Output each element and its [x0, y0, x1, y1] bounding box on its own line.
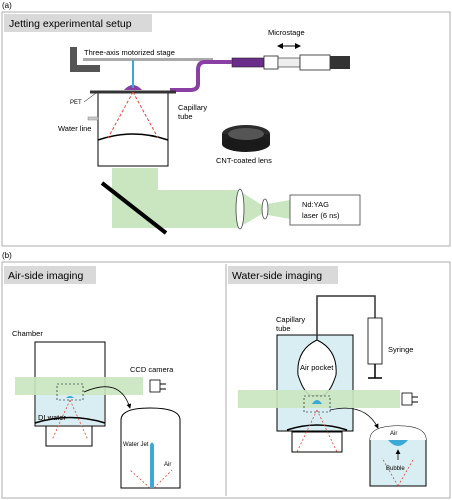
capillary-label-2: tube [178, 112, 193, 121]
laser-label-2: laser (6 ns) [302, 211, 340, 220]
water-jet [150, 442, 154, 488]
water-line-inlet [87, 116, 99, 121]
pet-pointer [83, 92, 97, 103]
syringe-pump [231, 54, 350, 71]
panel-a-title: Jetting experimental setup [9, 18, 132, 30]
capillary-label-1: Capillary [178, 103, 207, 112]
lens-1 [235, 188, 245, 230]
air-camera-beam [15, 377, 143, 395]
pet-label: PET [70, 100, 82, 106]
air-droplet [66, 396, 74, 398]
water-capillary [316, 295, 376, 318]
capillary-tube [170, 60, 232, 92]
water-objective [291, 431, 343, 453]
beam-focus [238, 190, 262, 228]
air-side-title: Air-side imaging [8, 270, 83, 282]
air-roi [56, 383, 84, 401]
mirror [100, 181, 168, 235]
air-cone [51, 399, 89, 441]
lens-label: CNT-coated lens [216, 156, 272, 165]
water-chamber [90, 90, 176, 167]
water-capillary-label-2: tube [276, 324, 291, 333]
air-lens-curve [34, 416, 106, 424]
panel-a-tag: (a) [2, 1, 12, 10]
laser-box [289, 194, 361, 226]
di-water-label: DI water [38, 413, 66, 422]
panel-b-tag: (b) [2, 251, 12, 260]
water-zoom-air [370, 426, 426, 440]
air-pocket-label: Air pocket [300, 363, 334, 372]
water-roi [303, 395, 331, 413]
air-zoom-cone [129, 469, 173, 489]
microstage-label: Microstage [268, 28, 305, 37]
chamber-label: Chamber [12, 329, 43, 338]
air-label-left: Air [164, 462, 171, 468]
lens-2 [261, 198, 269, 220]
water-jet-label: Water Jet [123, 442, 149, 448]
air-zoom-arrow [83, 386, 132, 409]
air-label-right: Air [390, 431, 397, 437]
water-lens-curve [286, 424, 348, 431]
bubble [388, 440, 408, 446]
ccd-label: CCD camera [130, 365, 174, 374]
water-syringe [367, 317, 383, 379]
air-objective [45, 425, 93, 447]
water-capillary-label-1: Capillary [276, 315, 305, 324]
focus-cone [107, 91, 159, 139]
panel-a-header [4, 14, 152, 32]
air-side-header [4, 266, 96, 284]
bubble-label: Bubble [386, 466, 405, 472]
laser-label-1: Nd:YAG [302, 200, 329, 209]
water-side-title: Water-side imaging [232, 270, 322, 282]
water-side-header [228, 266, 338, 284]
ccd-camera-icon [149, 379, 161, 393]
water-zoom-arrow [329, 407, 379, 429]
beam-horizontal [112, 190, 238, 228]
water-droplet [312, 400, 322, 404]
water-camera-icon [401, 392, 413, 406]
beam-expand [262, 200, 290, 219]
water-line-label: Water line [58, 124, 91, 133]
water-camera-beam [238, 390, 400, 408]
stage-label: Three-axis motorized stage [84, 48, 175, 57]
cnt-lens-icon [222, 125, 270, 152]
three-axis-stage [70, 47, 213, 72]
water-zoom-cone [381, 457, 415, 487]
syringe-label: Syringe [388, 345, 413, 354]
